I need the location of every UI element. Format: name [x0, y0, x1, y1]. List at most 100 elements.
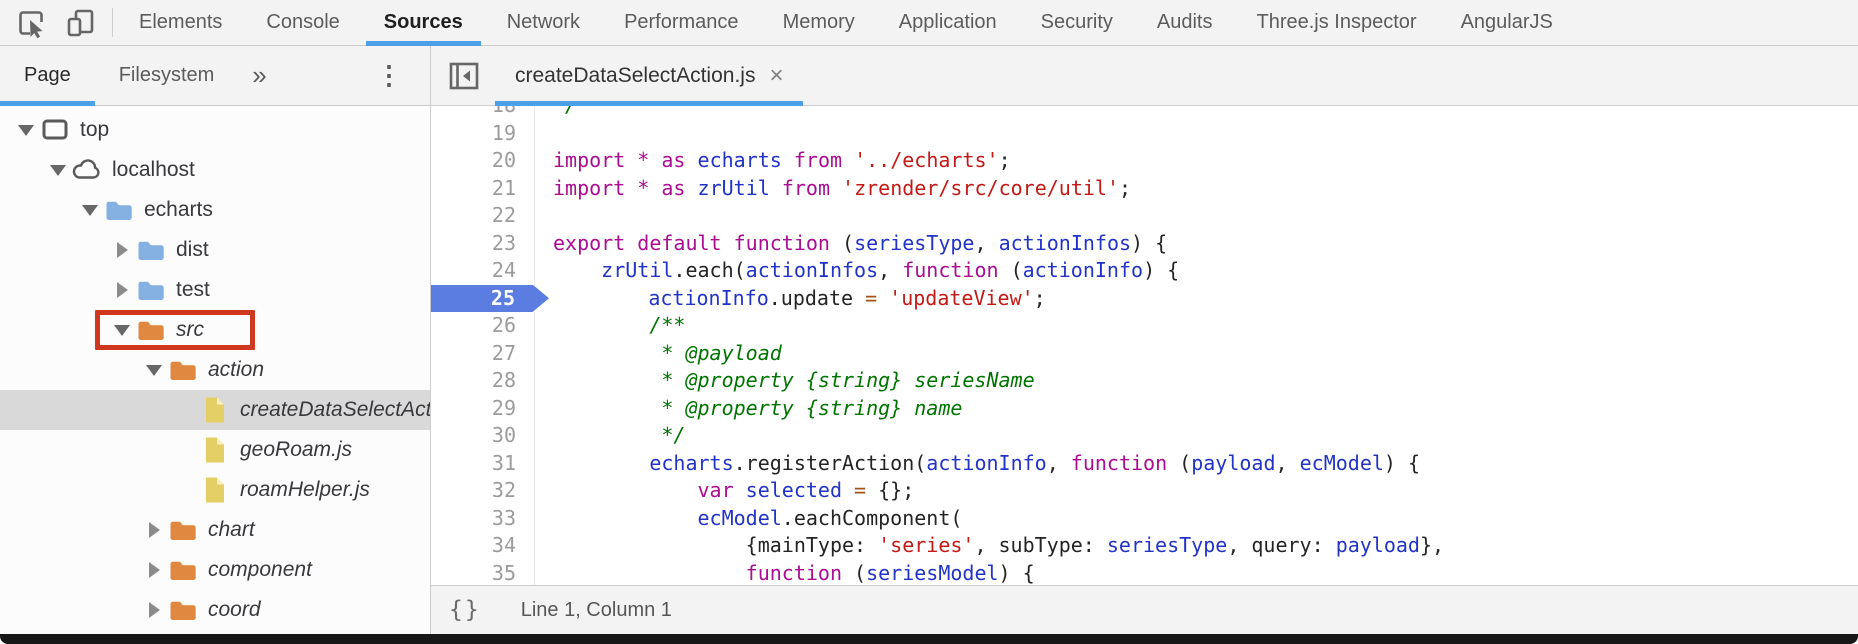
kebab-menu-icon[interactable]: ⋮ [376, 60, 402, 90]
tree-item-test[interactable]: test [0, 270, 430, 310]
close-tab-icon[interactable]: × [769, 61, 784, 89]
tree-item-action[interactable]: action [0, 350, 430, 390]
file-icon [198, 395, 232, 425]
code-line-20: 20 import * as echarts from '../echarts'; [431, 147, 1858, 175]
line-number[interactable]: 20 [431, 147, 535, 175]
expander-open-icon[interactable] [110, 324, 134, 336]
tab-angularjs[interactable]: AngularJS [1460, 11, 1553, 33]
line-number[interactable]: 31 [431, 449, 535, 477]
line-number[interactable]: 23 [431, 229, 535, 257]
tree-item-component[interactable]: component [0, 550, 430, 590]
active-line-badge[interactable]: 25 [431, 284, 549, 312]
code-line-text [535, 120, 553, 148]
tree-item-createdataselectaction-js[interactable]: createDataSelectAction.js [0, 390, 430, 430]
tree-item-label: dist [176, 238, 209, 261]
line-number[interactable]: 18 [431, 106, 535, 120]
code-line-text: ecModel.eachComponent( [697, 505, 963, 530]
editor-column: createDataSelectAction.js × 18*/1920impo… [431, 46, 1858, 634]
line-number[interactable]: 33 [431, 504, 535, 532]
line-number[interactable]: 35 [431, 559, 535, 585]
tree-item-label: test [176, 278, 210, 301]
tree-item-localhost[interactable]: localhost [0, 150, 430, 190]
code-line-text [535, 202, 553, 230]
tree-item-roamhelper-js[interactable]: roamHelper.js [0, 470, 430, 510]
tab-memory[interactable]: Memory [782, 11, 855, 33]
line-number[interactable]: 30 [431, 422, 535, 450]
code-line-text: /** [553, 313, 686, 337]
code-line-30: 30 */ [431, 422, 1858, 450]
expander-open-icon[interactable] [78, 204, 102, 216]
code-line-text: * @property {string} name [553, 395, 963, 420]
expander-closed-icon[interactable] [110, 242, 134, 258]
line-number[interactable]: 24 [431, 257, 535, 285]
tree-item-label: src [176, 318, 204, 341]
code-line-text: echarts.registerAction(actionInfo, funct… [649, 450, 1421, 475]
sidebar-tab-filesystem[interactable]: Filesystem [118, 64, 215, 86]
tab-audits[interactable]: Audits [1156, 11, 1213, 33]
tab-elements[interactable]: Elements [139, 11, 223, 33]
expander-closed-icon[interactable] [142, 522, 166, 538]
pretty-print-button[interactable]: {} [449, 597, 481, 623]
tab-security[interactable]: Security [1040, 11, 1113, 33]
tree-item-chart[interactable]: chart [0, 510, 430, 550]
folder-orange-icon [166, 356, 200, 384]
expander-open-icon[interactable] [46, 164, 70, 176]
file-tab-createDataSelectAction[interactable]: createDataSelectAction.js × [495, 46, 804, 106]
line-number[interactable]: 34 [431, 532, 535, 560]
tree-item-label: roamHelper.js [240, 478, 370, 501]
tree-item-dist[interactable]: dist [0, 230, 430, 270]
tab-sources[interactable]: Sources [362, 0, 485, 46]
inspect-element-icon[interactable] [14, 6, 48, 40]
tab-network[interactable]: Network [506, 11, 581, 33]
line-number[interactable]: 19 [431, 119, 535, 147]
expander-open-icon[interactable] [142, 364, 166, 376]
line-number[interactable]: 28 [431, 367, 535, 395]
code-line-text: actionInfo.update = 'updateView'; [648, 285, 1046, 310]
cloud-icon [70, 156, 104, 184]
line-number[interactable]: 27 [431, 339, 535, 367]
expander-closed-icon[interactable] [142, 562, 166, 578]
code-line-text: import * as echarts from '../echarts'; [553, 148, 1011, 172]
code-line-text: * @property {string} seriesName [553, 368, 1035, 392]
line-number[interactable]: 32 [431, 477, 535, 505]
caret-position-label: Line 1, Column 1 [520, 598, 672, 621]
panel-tabs: Elements Console Sources Network Performance… [117, 0, 1575, 46]
line-number[interactable]: 26 [431, 312, 535, 340]
expander-open-icon[interactable] [14, 124, 38, 136]
tree-item-top[interactable]: top [0, 110, 430, 150]
folder-orange-icon [166, 596, 200, 624]
window-bottom-edge [0, 634, 1858, 644]
code-line-21: 21 import * as zrUtil from 'zrender/src/c… [431, 174, 1858, 202]
tab-three-js-inspector[interactable]: Three.js Inspector [1256, 11, 1417, 33]
tree-item-coord[interactable]: coord [0, 590, 430, 630]
tab-console[interactable]: Console [266, 11, 340, 33]
tab-overflow-chevron[interactable]: » [252, 60, 267, 90]
tree-item-label: geoRoam.js [240, 438, 353, 461]
navigator-tabs: Page Filesystem [0, 46, 238, 106]
tree-item-echarts[interactable]: echarts [0, 190, 430, 230]
code-line-25: 25 actionInfo.update = 'updateView'; [431, 284, 1858, 312]
tab-application[interactable]: Application [898, 11, 997, 33]
toolbar-separator [112, 8, 113, 37]
expander-closed-icon[interactable] [110, 282, 134, 298]
tab-performance[interactable]: Performance [624, 11, 739, 33]
line-number[interactable]: 21 [431, 174, 535, 202]
tree-item-label: chart [208, 518, 255, 541]
tree-item-label: component [208, 558, 312, 581]
line-number[interactable]: 29 [431, 394, 535, 422]
tree-item-label: coord [208, 598, 261, 621]
tree-item-src[interactable]: src [0, 310, 430, 350]
code-line-text: import * as zrUtil from 'zrender/src/cor… [553, 175, 1132, 200]
tree-item-georoam-js[interactable]: geoRoam.js [0, 430, 430, 470]
device-toolbar-icon[interactable] [64, 6, 98, 40]
line-number[interactable]: 22 [431, 202, 535, 230]
folder-blue-icon [134, 276, 168, 304]
sidebar-tab-page[interactable]: Page [0, 46, 95, 106]
expander-closed-icon[interactable] [142, 602, 166, 618]
hide-navigator-button[interactable] [431, 46, 495, 105]
